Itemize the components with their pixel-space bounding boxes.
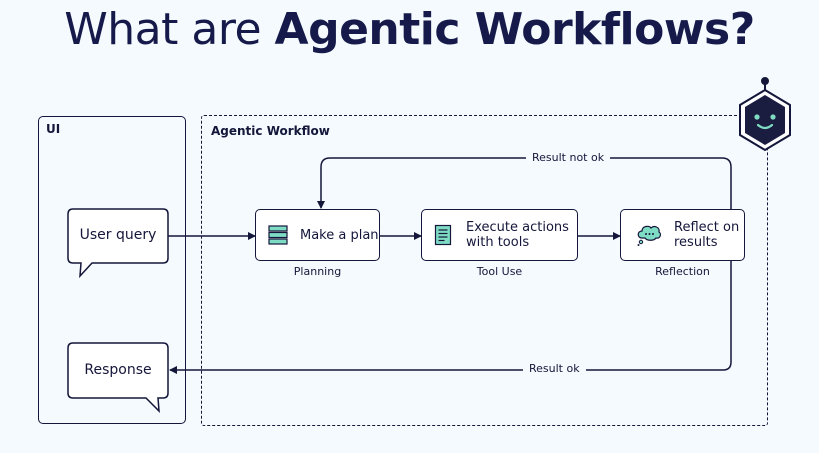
execute-label-line2: with tools	[466, 235, 530, 250]
workflow-panel	[201, 115, 768, 426]
reflect-node: Reflect on results	[620, 209, 745, 261]
workflow-panel-label: Agentic Workflow	[211, 124, 330, 138]
reflect-label-line1: Reflect on	[674, 220, 740, 235]
reflect-caption: Reflection	[655, 265, 710, 278]
result-not-ok-label: Result not ok	[526, 151, 611, 164]
plan-label: Make a plan	[300, 227, 379, 243]
user-query-text: User query	[79, 227, 157, 243]
plan-caption: Planning	[293, 265, 342, 278]
result-ok-label: Result ok	[523, 362, 586, 375]
response-bubble	[67, 342, 169, 413]
title-light: What are	[64, 4, 275, 55]
thought-bubble-icon	[637, 225, 662, 246]
execute-node: Execute actions with tools	[421, 209, 578, 261]
execute-label-line1: Execute actions	[466, 220, 569, 235]
execute-caption: Tool Use	[476, 265, 523, 278]
title-bold: Agentic Workflows?	[274, 4, 756, 55]
robot-logo	[739, 77, 791, 152]
response-text: Response	[84, 362, 152, 378]
reflect-label-line2: results	[674, 235, 718, 250]
document-icon	[434, 224, 452, 246]
page-title: What are Agentic Workflows?	[0, 4, 819, 55]
execute-label: Execute actions with tools	[466, 220, 569, 250]
edge-result-ok	[169, 261, 732, 374]
stack-icon	[268, 225, 288, 245]
user-query-bubble	[67, 208, 169, 279]
ui-panel-label: UI	[46, 122, 61, 136]
plan-node: Make a plan	[255, 209, 380, 261]
reflect-label: Reflect on results	[674, 220, 739, 250]
edge-result-not-ok	[317, 157, 732, 209]
